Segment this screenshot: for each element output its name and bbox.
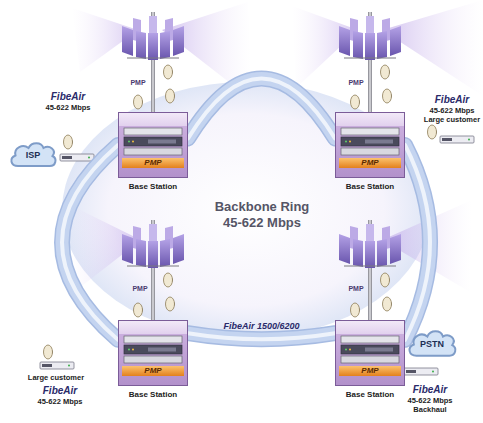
equipment-band-label: PMP <box>122 366 184 376</box>
radio-unit <box>40 362 74 369</box>
equipment-rack <box>341 128 399 155</box>
backbone-link <box>405 145 430 340</box>
radio-unit <box>404 368 438 375</box>
equipment-rack <box>341 336 399 363</box>
equipment-band-label: PMP <box>339 366 401 376</box>
link-highlight <box>405 145 430 340</box>
link-highlight <box>188 333 335 339</box>
equipment-rack <box>124 128 182 155</box>
customer-label: Large customer <box>24 373 88 382</box>
equipment-band-label: PMP <box>339 158 401 168</box>
link-outline <box>62 145 118 340</box>
link-outline <box>188 78 335 138</box>
link-band <box>188 78 335 138</box>
cloud-label: ISP <box>8 140 58 170</box>
network-cloud: ISP <box>8 140 58 170</box>
cloud-label: PSTN <box>406 328 458 360</box>
ring-interior <box>62 82 430 338</box>
radio-unit <box>60 154 94 161</box>
link-band <box>62 145 118 340</box>
brand-logo: FibeAir <box>424 94 480 105</box>
capacity-label: 45-622 Mbps Backhaul <box>402 396 458 414</box>
brand-logo: FibeAir <box>40 91 96 102</box>
link-outline <box>188 333 335 339</box>
antenna-label: PMP <box>128 79 148 87</box>
antenna-label: PMP <box>346 285 366 293</box>
antenna-label: PMP <box>346 79 366 87</box>
capacity-label: 45-622 Mbps <box>424 106 480 115</box>
backbone-link <box>188 78 335 138</box>
network-cloud: PSTN <box>406 328 458 360</box>
link-outline <box>405 145 430 340</box>
equipment-band-label: PMP <box>122 158 184 168</box>
ring-title: Backbone Ring 45-622 Mbps <box>205 199 319 231</box>
brand-logo: FibeAir <box>402 384 458 395</box>
antenna-tower <box>122 12 184 114</box>
station-name: Base Station <box>94 390 212 399</box>
brand-logo: FibeAir <box>32 385 88 396</box>
station-name: Base Station <box>311 182 429 191</box>
dish-antenna <box>428 125 438 139</box>
link-highlight <box>188 78 335 138</box>
station-name: Base Station <box>94 182 212 191</box>
antenna-label: PMP <box>130 285 150 293</box>
antenna-tower <box>122 220 184 322</box>
equipment-rack <box>124 336 182 363</box>
antenna-tower <box>339 220 401 322</box>
radio-unit <box>440 136 474 143</box>
customer-label: Large customer <box>420 115 483 124</box>
capacity-label: 45-622 Mbps <box>32 397 88 406</box>
backbone-link <box>62 145 118 340</box>
capacity-label: 45-622 Mbps <box>40 103 96 112</box>
link-band <box>188 333 335 339</box>
antenna-tower <box>339 12 401 114</box>
dish-antenna <box>64 135 74 149</box>
link-label: FibeAir 1500/6200 <box>224 321 300 331</box>
dish-antenna <box>44 345 54 359</box>
link-highlight <box>62 145 118 340</box>
link-band <box>405 145 430 340</box>
backbone-link <box>188 333 335 339</box>
